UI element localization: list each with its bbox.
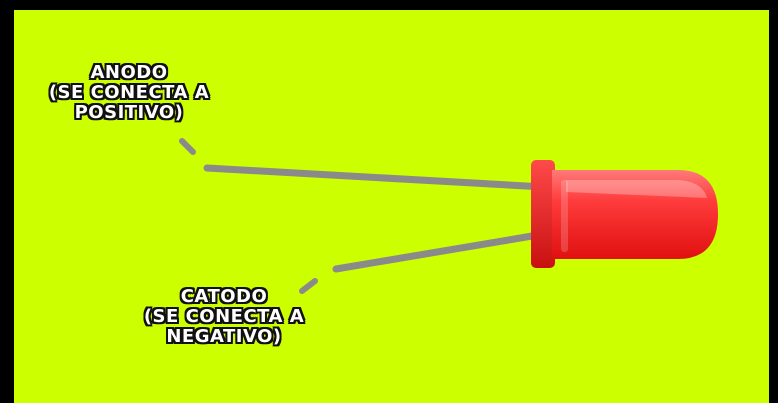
cathode-lead	[332, 230, 548, 273]
cathode-label-line2: (SE CONECTA A	[143, 306, 305, 327]
led-rim	[531, 160, 555, 268]
led-highlight	[566, 180, 707, 198]
diagram-panel: ANODO (SE CONECTA A POSITIVO) CATODO (SE…	[14, 10, 769, 403]
led-reflection	[561, 180, 568, 252]
anode-label-line2: (SE CONECTA A	[48, 82, 210, 103]
anode-label-line1: ANODO	[90, 62, 168, 83]
anode-pointer-dash	[179, 138, 196, 155]
cathode-pointer-dash	[299, 278, 318, 294]
cathode-label: CATODO (SE CONECTA A NEGATIVO)	[114, 287, 334, 347]
cathode-label-line1: CATODO	[180, 286, 268, 307]
anode-lead	[203, 164, 548, 191]
led-dome	[552, 170, 718, 259]
cathode-label-line3: NEGATIVO)	[166, 326, 282, 347]
anode-label-line3: POSITIVO)	[74, 102, 184, 123]
led-icon	[531, 160, 718, 268]
led-diagram	[14, 10, 769, 403]
anode-label: ANODO (SE CONECTA A POSITIVO)	[24, 63, 234, 123]
